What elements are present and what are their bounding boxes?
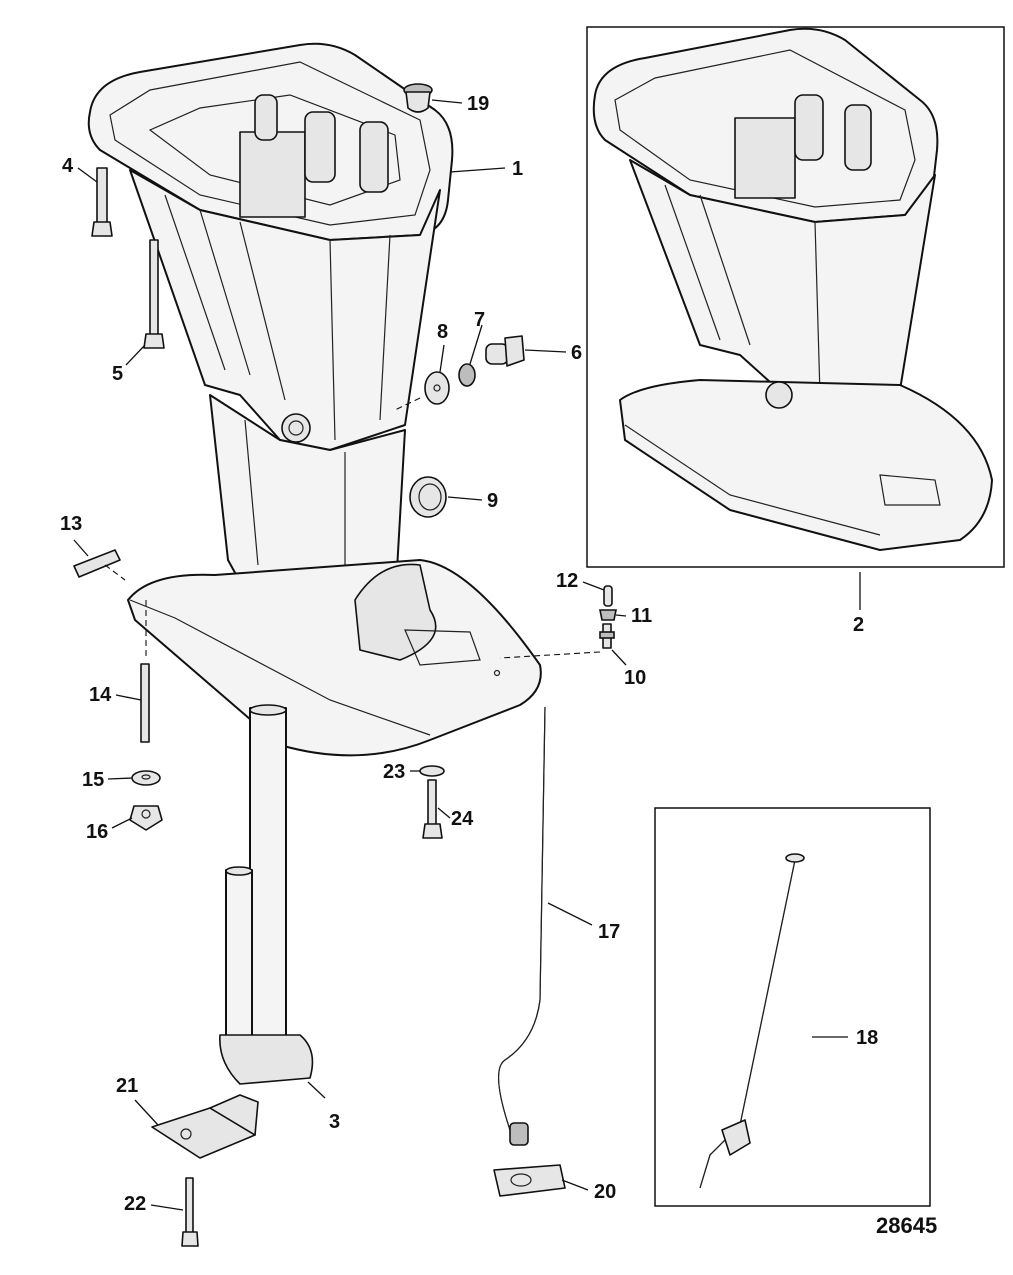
- spacer-part-13: [73, 549, 121, 578]
- alignment-line-8: [394, 397, 421, 411]
- callout-5: 5: [112, 363, 123, 385]
- bolt-part-5: [143, 239, 165, 349]
- callout-23: 23: [383, 761, 405, 783]
- callout-20: 20: [594, 1181, 616, 1203]
- alternate-housing-inset-frame: [586, 26, 1005, 568]
- callout-13: 13: [60, 513, 82, 535]
- stud-part-14: [140, 663, 150, 743]
- alignment-line-13: [104, 564, 126, 581]
- figure-number: 28645: [876, 1213, 937, 1238]
- seal-part-9: [409, 476, 447, 518]
- leader-lines: [73, 99, 861, 1211]
- callout-1: 1: [512, 158, 523, 180]
- water-tube-part-17: [497, 706, 546, 1146]
- tube-assembly-part-3: [219, 704, 314, 1085]
- fitting-part-10: [599, 623, 615, 649]
- callout-22: 22: [124, 1193, 146, 1215]
- callout-7: 7: [474, 309, 485, 331]
- callout-10: 10: [624, 667, 646, 689]
- grommet-part-20: [493, 1164, 566, 1197]
- alternate-tube-inset-frame: [654, 807, 931, 1207]
- callout-12: 12: [556, 570, 578, 592]
- bolt-part-4: [91, 167, 113, 237]
- callout-9: 9: [487, 490, 498, 512]
- bracket-part-21: [151, 1094, 259, 1159]
- alternate-driveshaft-housing: [592, 27, 993, 551]
- bolt-part-24: [422, 779, 443, 839]
- callout-4: 4: [62, 155, 74, 177]
- grommet-part-19: [403, 83, 433, 113]
- bolt-part-22: [181, 1177, 199, 1247]
- nut-part-11: [599, 609, 617, 621]
- callout-6: 6: [571, 342, 582, 364]
- o-ring-part-7: [458, 363, 476, 387]
- callout-19: 19: [467, 93, 489, 115]
- washer-part-23: [419, 765, 445, 777]
- nut-part-16: [129, 805, 163, 831]
- callout-16: 16: [86, 821, 108, 843]
- washer-part-8: [424, 371, 450, 405]
- callout-17: 17: [598, 921, 620, 943]
- callout-15: 15: [82, 769, 104, 791]
- callout-14: 14: [89, 684, 112, 706]
- callout-21: 21: [116, 1075, 138, 1097]
- alignment-line-10: [499, 651, 601, 659]
- washer-part-15: [131, 770, 161, 786]
- pin-part-12: [603, 585, 613, 607]
- callout-8: 8: [437, 321, 448, 343]
- callout-18: 18: [856, 1027, 878, 1049]
- callout-11: 11: [631, 605, 652, 627]
- callout-2: 2: [853, 614, 864, 636]
- water-tube-part-18: [699, 853, 805, 1189]
- plug-part-6: [485, 335, 525, 367]
- callout-3: 3: [329, 1111, 340, 1133]
- callout-24: 24: [451, 808, 474, 830]
- driveshaft-housing: [87, 42, 542, 757]
